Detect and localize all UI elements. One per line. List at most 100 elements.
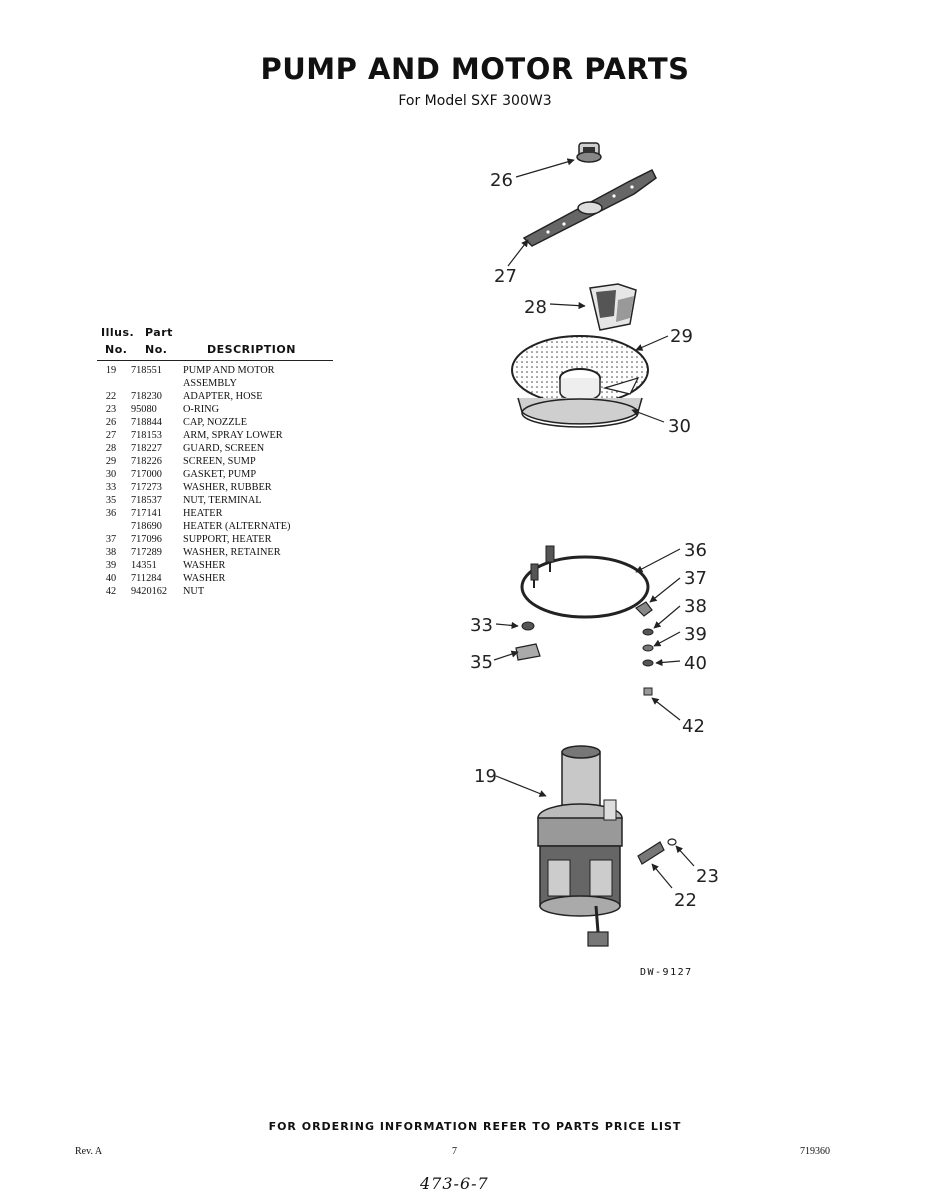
header-divider bbox=[97, 360, 333, 361]
leader-lines bbox=[493, 158, 695, 889]
callout-35: 35 bbox=[470, 652, 493, 673]
ordering-note: FOR ORDERING INFORMATION REFER TO PARTS … bbox=[268, 1120, 682, 1133]
callout-26: 26 bbox=[490, 170, 513, 191]
illus-number: 35 bbox=[105, 495, 117, 506]
o-ring-drawing bbox=[667, 838, 677, 846]
illus-number: 39 bbox=[105, 560, 117, 571]
table-row: 22 718230 ADAPTER, HOSE bbox=[97, 390, 337, 403]
callout-28: 28 bbox=[524, 297, 547, 318]
illus-number: 28 bbox=[105, 443, 117, 454]
part-number: 718230 bbox=[131, 391, 162, 402]
part-description: O-RING bbox=[183, 404, 220, 415]
callout-19: 19 bbox=[474, 766, 497, 787]
screen-guard-drawing bbox=[589, 283, 637, 331]
illus-number: 38 bbox=[105, 547, 117, 558]
table-row: ASSEMBLY bbox=[97, 377, 337, 390]
part-number: 718537 bbox=[131, 495, 162, 506]
callout-36: 36 bbox=[684, 540, 707, 561]
table-row: 718690 HEATER (ALTERNATE) bbox=[97, 520, 337, 533]
header-no: No. bbox=[105, 343, 128, 356]
heater-support-drawing bbox=[635, 601, 653, 617]
part-number: 717096 bbox=[131, 534, 162, 545]
illus-number: 33 bbox=[105, 482, 117, 493]
part-number: 9420162 bbox=[131, 586, 168, 597]
illus-number: 19 bbox=[105, 365, 117, 376]
part-description: WASHER, RUBBER bbox=[183, 482, 272, 493]
part-description: GUARD, SCREEN bbox=[183, 443, 265, 454]
part-description: GASKET, PUMP bbox=[183, 469, 257, 480]
table-body: 19 718551 PUMP AND MOTOR ASSEMBLY 22 718230 AD… bbox=[97, 364, 337, 598]
illus-number: 36 bbox=[105, 508, 117, 519]
pump-motor-assembly-drawing bbox=[537, 745, 623, 947]
pump-gasket-drawing bbox=[517, 397, 643, 428]
part-description: HEATER bbox=[183, 508, 223, 519]
part-description: SUPPORT, HEATER bbox=[183, 534, 272, 545]
nozzle-cap-drawing bbox=[576, 142, 602, 163]
page-number: 7 bbox=[452, 1146, 457, 1157]
table-row: 42 9420162 NUT bbox=[97, 585, 337, 598]
handwritten-code: 473-6-7 bbox=[420, 1174, 489, 1193]
revision-label: Rev. A bbox=[75, 1146, 103, 1157]
part-description: WASHER bbox=[183, 573, 226, 584]
part-description: ADAPTER, HOSE bbox=[183, 391, 263, 402]
illus-number: 37 bbox=[105, 534, 117, 545]
part-number: 717000 bbox=[131, 469, 162, 480]
header-part-no: No. bbox=[145, 343, 168, 356]
washer-stack-drawing bbox=[642, 628, 654, 696]
part-number: 711284 bbox=[131, 573, 162, 584]
part-number: 718551 bbox=[131, 365, 162, 376]
table-row: 30 717000 GASKET, PUMP bbox=[97, 468, 337, 481]
part-description: NUT bbox=[183, 586, 205, 597]
callout-29: 29 bbox=[670, 326, 693, 347]
part-number: 718690 bbox=[131, 521, 162, 532]
part-description: HEATER (ALTERNATE) bbox=[183, 521, 291, 532]
document-number: 719360 bbox=[800, 1146, 830, 1157]
part-description: SCREEN, SUMP bbox=[183, 456, 256, 467]
callout-40: 40 bbox=[684, 653, 707, 674]
part-number: 717141 bbox=[131, 508, 162, 519]
illus-number: 22 bbox=[105, 391, 117, 402]
illus-number: 27 bbox=[105, 430, 117, 441]
part-number: 718844 bbox=[131, 417, 162, 428]
part-description: CAP, NOZZLE bbox=[183, 417, 248, 428]
spray-arm-drawing bbox=[522, 168, 657, 247]
illus-number: 40 bbox=[105, 573, 117, 584]
illus-number: 30 bbox=[105, 469, 117, 480]
callout-42: 42 bbox=[682, 716, 705, 737]
part-number: 95080 bbox=[131, 404, 157, 415]
illus-number: 29 bbox=[105, 456, 117, 467]
table-row: 37 717096 SUPPORT, HEATER bbox=[97, 533, 337, 546]
part-number: 718153 bbox=[131, 430, 162, 441]
table-row: 36 717141 HEATER bbox=[97, 507, 337, 520]
rubber-washer-drawing bbox=[521, 621, 535, 631]
part-description: PUMP AND MOTOR bbox=[183, 365, 275, 376]
illus-number: 23 bbox=[105, 404, 117, 415]
part-description: ASSEMBLY bbox=[183, 378, 237, 389]
part-description: NUT, TERMINAL bbox=[183, 495, 262, 506]
part-number: 717273 bbox=[131, 482, 162, 493]
table-row: 19 718551 PUMP AND MOTOR bbox=[97, 364, 337, 377]
part-number: 718227 bbox=[131, 443, 162, 454]
table-row: 26 718844 CAP, NOZZLE bbox=[97, 416, 337, 429]
sump-screen-drawing bbox=[511, 335, 649, 405]
table-row: 38 717289 WASHER, RETAINER bbox=[97, 546, 337, 559]
header-description: DESCRIPTION bbox=[207, 343, 296, 356]
part-description: WASHER bbox=[183, 560, 226, 571]
header-illus: Illus. bbox=[101, 326, 135, 339]
table-row: 27 718153 ARM, SPRAY LOWER bbox=[97, 429, 337, 442]
table-row: 35 718537 NUT, TERMINAL bbox=[97, 494, 337, 507]
callout-33: 33 bbox=[470, 615, 493, 636]
part-description: WASHER, RETAINER bbox=[183, 547, 281, 558]
illus-number: 42 bbox=[105, 586, 117, 597]
illus-number: 26 bbox=[105, 417, 117, 428]
header-part: Part bbox=[145, 326, 173, 339]
part-description: ARM, SPRAY LOWER bbox=[183, 430, 283, 441]
table-row: 23 95080 O-RING bbox=[97, 403, 337, 416]
part-number: 717289 bbox=[131, 547, 162, 558]
terminal-nut-drawing bbox=[515, 643, 541, 661]
callout-38: 38 bbox=[684, 596, 707, 617]
heater-drawing bbox=[520, 545, 650, 619]
